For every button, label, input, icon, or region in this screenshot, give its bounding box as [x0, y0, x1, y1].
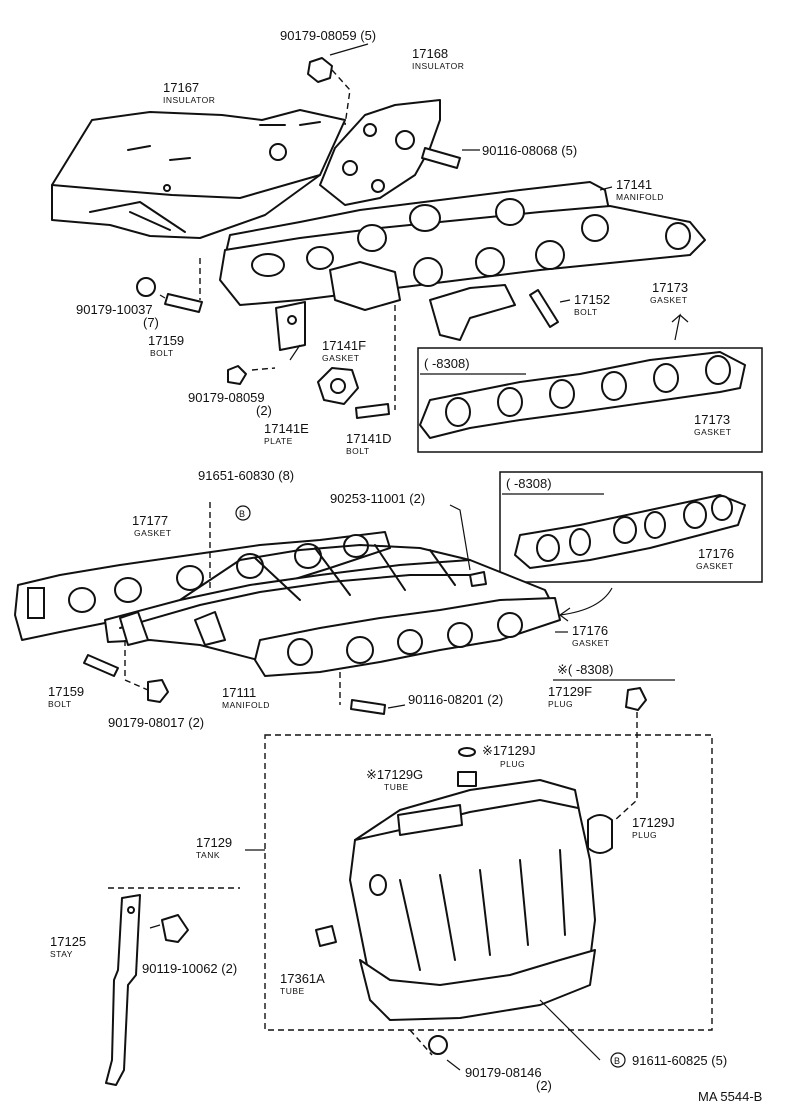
fasteners-middle-drawing	[83, 502, 568, 715]
label-p6-name: GASKET	[650, 295, 687, 305]
label-p32-number: 90179-08146	[465, 1065, 542, 1080]
label-p25-number: ※17129J	[482, 743, 536, 758]
label-p17-number: 17177	[132, 513, 168, 528]
stay-17125-drawing	[105, 887, 240, 1086]
label-p12-number: 17141E	[264, 421, 309, 436]
label-p11-number: 90179-08059	[188, 390, 265, 405]
label-p32-qty: (2)	[536, 1078, 552, 1093]
insulator-17167-drawing	[51, 109, 346, 239]
label-p2-number: 17168	[412, 46, 448, 61]
label-p20-name: BOLT	[48, 699, 72, 709]
label-p30-number: 90119-10062 (2)	[142, 961, 237, 976]
label-p18-name: GASKET	[696, 561, 733, 571]
label-p11-qty: (2)	[256, 403, 272, 418]
label-p28-number: 17129J	[632, 815, 675, 830]
label-p31-number: 17361A	[280, 971, 325, 986]
label-p7-number: 90179-10037	[76, 302, 153, 317]
inset-header-2: ( -8308)	[506, 476, 552, 491]
label-p7-qty: (7)	[143, 315, 159, 330]
label-p5-number: 17141	[616, 177, 652, 192]
marker-b-lower: B	[614, 1056, 620, 1066]
label-p16-number: 90253-11001 (2)	[330, 491, 425, 506]
label-p4-number: 90116-08068 (5)	[482, 143, 577, 158]
marker-b-upper: B	[239, 509, 245, 519]
insulator-17168-drawing	[319, 99, 441, 206]
label-p15-number: 91651-60830 (8)	[198, 468, 294, 483]
intake-manifold-17111-drawing	[104, 544, 561, 677]
tank-assembly-drawing	[245, 687, 713, 1071]
inset-box-17173-drawing	[417, 347, 763, 453]
label-p25-name: PLUG	[500, 759, 525, 769]
part-labels: 90179-08059 (5) 17168 INSULATOR 17167 IN…	[48, 28, 734, 1093]
label-p9-name: BOLT	[574, 307, 598, 317]
label-p13-number: 17141D	[346, 431, 392, 446]
label-p21-name: MANIFOLD	[222, 700, 270, 710]
label-p29-number: 17125	[50, 934, 86, 949]
label-p27-name: TANK	[196, 850, 220, 860]
reference-markers: B B	[239, 509, 620, 1066]
label-p14-number: 17173	[694, 412, 730, 427]
inset-header-3: ※( -8308)	[557, 662, 613, 677]
label-p9-number: 17152	[574, 292, 610, 307]
label-p3-name: INSULATOR	[163, 95, 215, 105]
label-p6-number: 17173	[652, 280, 688, 295]
label-p20-number: 17159	[48, 684, 84, 699]
exhaust-manifold-17141-drawing	[219, 181, 706, 341]
label-p17-name: GASKET	[134, 528, 171, 538]
leaders-upper	[159, 43, 689, 410]
label-p26-number: ※17129G	[366, 767, 423, 782]
label-p8-name: BOLT	[150, 348, 174, 358]
label-p19-number: 17176	[572, 623, 608, 638]
label-p26-name: TUBE	[384, 782, 409, 792]
label-p33-number: 91611-60825 (5)	[632, 1053, 727, 1068]
label-p22-number: 90179-08017 (2)	[108, 715, 204, 730]
label-p29-name: STAY	[50, 949, 73, 959]
label-p27-number: 17129	[196, 835, 232, 850]
label-p14-name: GASKET	[694, 427, 731, 437]
label-p12-name: PLATE	[264, 436, 293, 446]
label-p31-name: TUBE	[280, 986, 305, 996]
label-p8-number: 17159	[148, 333, 184, 348]
label-p3-number: 17167	[163, 80, 199, 95]
inset-headers: ( -8308) ( -8308) ※( -8308)	[420, 356, 675, 681]
fasteners-upper-drawing	[136, 57, 559, 419]
label-p10-name: GASKET	[322, 353, 359, 363]
label-p1-number: 90179-08059 (5)	[280, 28, 376, 43]
label-p24-name: PLUG	[548, 699, 573, 709]
footer-code: MA 5544-B	[698, 1089, 762, 1104]
label-p23-number: 90116-08201 (2)	[408, 692, 503, 707]
label-p2-name: INSULATOR	[412, 61, 464, 71]
label-p21-number: 17111	[222, 685, 256, 700]
label-p24-number: 17129F	[548, 684, 592, 699]
label-p19-name: GASKET	[572, 638, 609, 648]
label-p10-number: 17141F	[322, 338, 366, 353]
label-p28-name: PLUG	[632, 830, 657, 840]
label-p18-number: 17176	[698, 546, 734, 561]
label-p5-name: MANIFOLD	[616, 192, 664, 202]
label-p13-name: BOLT	[346, 446, 370, 456]
inset-box-17176-drawing	[499, 471, 763, 622]
inset-header-1: ( -8308)	[424, 356, 470, 371]
